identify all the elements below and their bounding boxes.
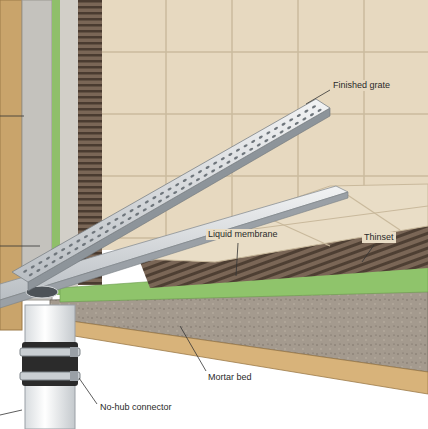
grate-slot xyxy=(281,122,286,126)
grate-slot xyxy=(23,269,28,273)
grate-slot xyxy=(59,255,64,259)
grate-slot xyxy=(83,234,88,238)
grate-slot xyxy=(38,260,43,264)
grate-slot xyxy=(203,173,208,177)
grate-slot xyxy=(311,105,316,109)
grate-slot xyxy=(175,183,180,187)
grate-slot xyxy=(302,117,307,121)
grate-slot xyxy=(173,190,178,194)
grate-slot xyxy=(129,208,134,212)
grate-slot xyxy=(271,134,276,138)
callout-label: No-hub connector xyxy=(98,402,174,413)
grate-slot xyxy=(43,264,48,268)
grate-slot xyxy=(289,118,294,122)
grate-slot xyxy=(114,217,119,221)
grate-slot xyxy=(159,191,164,195)
grate-slot xyxy=(309,113,314,117)
grate-slot xyxy=(294,121,299,125)
callout-label: Liquid membrane xyxy=(206,229,280,240)
grate-slot xyxy=(205,165,210,169)
grate-slot xyxy=(213,161,218,165)
grate-side xyxy=(28,108,330,291)
grate-slot xyxy=(106,221,111,225)
grate-slot xyxy=(30,265,35,269)
callout-label: Thinset xyxy=(362,232,396,243)
grate-slot xyxy=(233,156,238,160)
grate-slot xyxy=(99,226,104,230)
grate-slot xyxy=(180,186,185,190)
grate-slot xyxy=(89,238,94,242)
grate-slot xyxy=(81,242,86,246)
grate-slot xyxy=(152,196,157,200)
leader-lines xyxy=(0,90,374,415)
grate-slot xyxy=(273,126,278,130)
grate-slot xyxy=(28,273,33,277)
grate-slot xyxy=(150,203,155,207)
callout-label: Mortar bed xyxy=(206,372,254,383)
grate-slot xyxy=(112,225,117,229)
grate-slot xyxy=(74,247,79,251)
grate-slot xyxy=(188,182,193,186)
grate-slot xyxy=(76,239,81,243)
finished-grate xyxy=(12,99,330,282)
grate-slot xyxy=(287,125,292,129)
grate-slot xyxy=(243,144,248,148)
grate-slot xyxy=(165,195,170,199)
grate-slot xyxy=(197,170,202,174)
grate-slot xyxy=(317,108,322,112)
grate-slot xyxy=(68,243,73,247)
grate-slot xyxy=(228,152,233,156)
grate-slot xyxy=(144,200,149,204)
grate-slot xyxy=(104,229,109,233)
grate-slot xyxy=(182,178,187,182)
grate-slot xyxy=(36,268,41,272)
grate-slot xyxy=(251,139,256,143)
grate-slot xyxy=(226,160,231,164)
plywood-subfloor xyxy=(50,318,428,394)
grate-slot xyxy=(135,212,140,216)
grate-slot xyxy=(127,216,132,220)
grate-slot xyxy=(119,221,124,225)
callout-label: Finished grate xyxy=(331,80,392,91)
grate-slot xyxy=(218,164,223,168)
grate-slot xyxy=(157,199,162,203)
grate-slot xyxy=(304,109,309,113)
grate-slot xyxy=(235,148,240,152)
grate-slot xyxy=(66,251,71,255)
grate-slot xyxy=(190,174,195,178)
grate-slot xyxy=(91,230,96,234)
grate-slot xyxy=(241,151,246,155)
grate-slot xyxy=(296,113,301,117)
grate-slot xyxy=(220,157,225,161)
grate-slot xyxy=(211,169,216,173)
grate-slot xyxy=(266,131,271,135)
grate-slot xyxy=(167,187,172,191)
grate-slot xyxy=(53,252,58,256)
grate-slot xyxy=(61,247,66,251)
grate-slot xyxy=(137,204,142,208)
grate-slot xyxy=(121,213,126,217)
grate-slot xyxy=(97,234,102,238)
grate-slot xyxy=(142,208,147,212)
grate-slot xyxy=(258,135,263,139)
grate-slot xyxy=(264,138,269,142)
grate-slot xyxy=(51,260,56,264)
grate-slot xyxy=(249,147,254,151)
grate-slot xyxy=(45,256,50,260)
grate-slot xyxy=(195,177,200,181)
grate-slot xyxy=(279,130,284,134)
grate-slot xyxy=(256,143,261,147)
